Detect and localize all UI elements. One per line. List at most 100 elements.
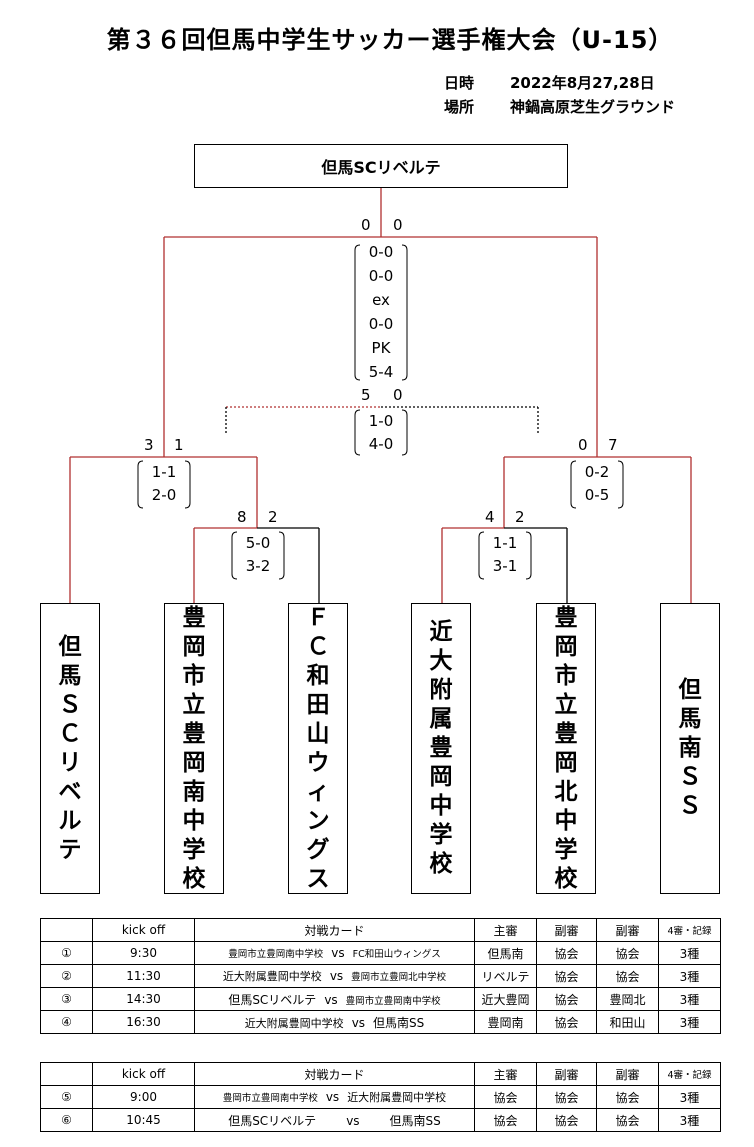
home-team: 但馬SCリベルテ — [228, 992, 317, 1007]
team-name-char: Ｓ — [678, 793, 702, 819]
fourth-official: 3種 — [658, 1085, 721, 1109]
final-score-bracket-right — [401, 244, 408, 381]
assistant-referee-1: 協会 — [536, 964, 597, 988]
kickoff-time: 16:30 — [92, 1010, 195, 1034]
match-number: ③ — [40, 987, 93, 1011]
vs-label: vs — [346, 1113, 360, 1128]
final-score-bracket-left — [354, 244, 361, 381]
champion-name: 但馬SCリベルテ — [321, 158, 441, 177]
team-name-char: 学 — [554, 836, 578, 863]
final-score-line: 0-0 — [368, 315, 394, 333]
semi-right-score-line: 0-2 — [584, 463, 610, 481]
team-name-char: 校 — [554, 865, 578, 892]
header-cell: 対戦カード — [194, 1062, 475, 1086]
third-score-line: 4-0 — [368, 435, 394, 453]
team-name-char: テ — [58, 836, 82, 863]
qf-right-bracket-left — [478, 531, 485, 580]
semi-left-bracket-left — [137, 460, 144, 509]
team-box-toyooka-kita: 豊岡市立豊岡北中学校 — [536, 603, 596, 894]
team-name-char: 山 — [306, 720, 330, 747]
team-name-char: Ｃ — [58, 720, 82, 747]
qf-left-bracket-left — [231, 531, 238, 580]
away-team: 近大附属豊岡中学校 — [347, 1091, 447, 1104]
qf-right-left-total: 4 — [485, 508, 495, 526]
assistant-referee-2: 協会 — [596, 1085, 659, 1109]
third-left-total: 5 — [361, 386, 371, 404]
kickoff-time: 11:30 — [92, 964, 195, 988]
team-name-char: 岡 — [554, 749, 578, 776]
team-name-char: Ｆ — [306, 604, 330, 631]
team-name-char: 中 — [554, 807, 578, 834]
assistant-referee-2: 協会 — [596, 1108, 659, 1132]
date-value: 2022年8月27,28日 — [510, 74, 655, 92]
schedule-header-row: kick off 対戦カード 主審 副審 副審 4審・記録 — [40, 1062, 721, 1086]
team-name-char: 近 — [429, 619, 453, 645]
team-name-char: ィ — [306, 778, 330, 805]
semi-right-bracket-left — [570, 460, 577, 509]
header-cell — [40, 918, 93, 942]
team-name-char: Ｓ — [58, 691, 82, 718]
vs-label: vs — [324, 992, 338, 1007]
semi-left-score-line: 2-0 — [151, 486, 177, 504]
away-team: FC和田山ウィングス — [352, 949, 441, 960]
team-name-char: 岡 — [554, 633, 578, 660]
team-name-char: 中 — [182, 807, 206, 834]
away-team: 但馬南SS — [373, 1015, 425, 1030]
qf-right-bracket-right — [525, 531, 532, 580]
semi-left-score-line: 1-1 — [151, 463, 177, 481]
team-name-char: 豊 — [429, 735, 453, 761]
qf-left-score-line: 5-0 — [245, 534, 271, 552]
team-name-char: 但 — [58, 633, 82, 660]
semi-right-score-line: 0-5 — [584, 486, 610, 504]
team-name-char: 豊 — [554, 604, 578, 631]
qf-left-score-line: 3-2 — [245, 557, 271, 575]
match-number: ⑥ — [40, 1108, 93, 1132]
home-team: 近大附属豊岡中学校 — [244, 1016, 344, 1030]
final-score-line: 0-0 — [368, 243, 394, 261]
team-name-char: 但 — [678, 677, 702, 703]
referee: リベルテ — [474, 964, 537, 988]
header-cell: 主審 — [474, 918, 537, 942]
team-name-char: ベ — [58, 778, 82, 805]
assistant-referee-1: 協会 — [536, 941, 597, 965]
kickoff-time: 14:30 — [92, 987, 195, 1011]
header-cell: 副審 — [596, 1062, 659, 1086]
assistant-referee-1: 協会 — [536, 1085, 597, 1109]
team-name-char: 岡 — [429, 764, 453, 790]
home-team: 豊岡市立豊岡南中学校 — [222, 1093, 318, 1104]
team-name-char: 馬 — [58, 662, 82, 689]
qf-right-score-line: 1-1 — [492, 534, 518, 552]
team-name-char: 豊 — [182, 604, 206, 631]
team-box-toyooka-minami: 豊岡市立豊岡南中学校 — [164, 603, 224, 894]
semi-right-left-total: 0 — [578, 436, 588, 454]
schedule-table-day1: kick off 対戦カード 主審 副審 副審 4審・記録 ① 9:30 豊岡市… — [40, 918, 721, 1034]
team-name-char: 市 — [554, 662, 578, 689]
semi-right-bracket-right — [617, 460, 624, 509]
team-name-char: 岡 — [182, 633, 206, 660]
team-name-char: ン — [306, 807, 330, 834]
vs-label: vs — [325, 1090, 340, 1104]
referee: 協会 — [474, 1108, 537, 1132]
champion-box: 但馬SCリベルテ — [194, 144, 568, 188]
team-box-kindai-toyooka: 近大附属豊岡中学校 — [411, 603, 471, 894]
header-cell: 4審・記録 — [658, 918, 721, 942]
team-name-char: ス — [306, 865, 330, 892]
final-score-line: 5-4 — [368, 363, 394, 381]
team-name-char: リ — [58, 749, 82, 776]
kickoff-time: 9:00 — [92, 1085, 195, 1109]
header-cell — [40, 1062, 93, 1086]
team-name-char: 馬 — [678, 706, 702, 732]
header-cell: 副審 — [536, 1062, 597, 1086]
team-name-char: ル — [58, 807, 82, 834]
qf-left-right-total: 2 — [268, 508, 278, 526]
venue-label: 場所 — [444, 98, 475, 116]
referee: 豊岡南 — [474, 1010, 537, 1034]
